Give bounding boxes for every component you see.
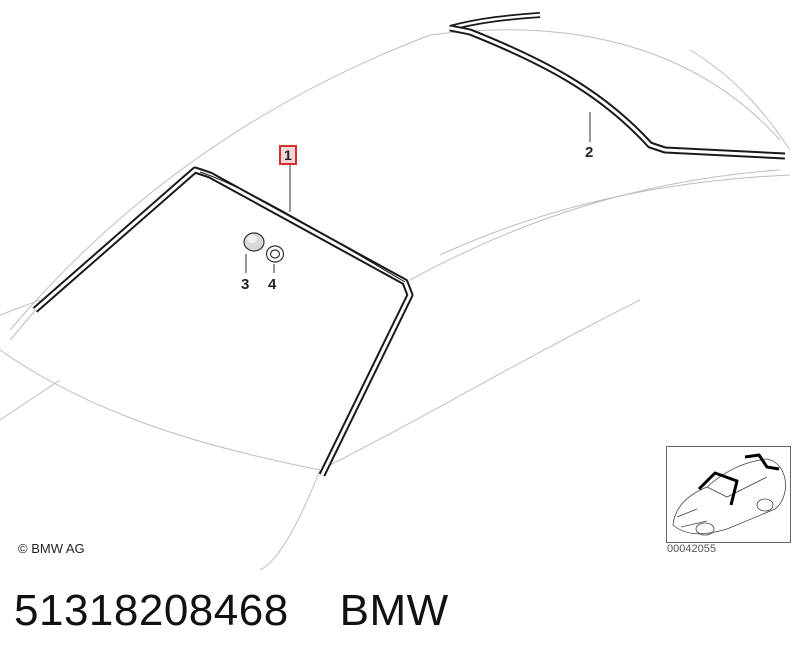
- brand-name: BMW: [339, 586, 449, 635]
- grommet-part[interactable]: [243, 232, 265, 252]
- copyright-text: © BMW AG: [18, 541, 85, 556]
- leader-lines: [245, 112, 591, 273]
- part-number: 51318208468: [14, 586, 289, 635]
- washer-part[interactable]: [265, 245, 285, 263]
- car-body-outline: [0, 29, 791, 570]
- car-locator-thumbnail: [666, 446, 791, 543]
- parts-diagram: [0, 12, 791, 570]
- part-number-footer: 51318208468 BMW: [14, 586, 449, 636]
- callout-2[interactable]: 2: [585, 144, 594, 161]
- callout-3[interactable]: 3: [241, 276, 250, 293]
- callout-4[interactable]: 4: [268, 276, 277, 293]
- callout-1[interactable]: 1: [279, 145, 297, 165]
- rear-window-seal[interactable]: [449, 12, 786, 160]
- car-locator-image: [672, 453, 786, 536]
- diagram-code: 00042055: [667, 543, 716, 555]
- windshield-seal[interactable]: [32, 166, 414, 477]
